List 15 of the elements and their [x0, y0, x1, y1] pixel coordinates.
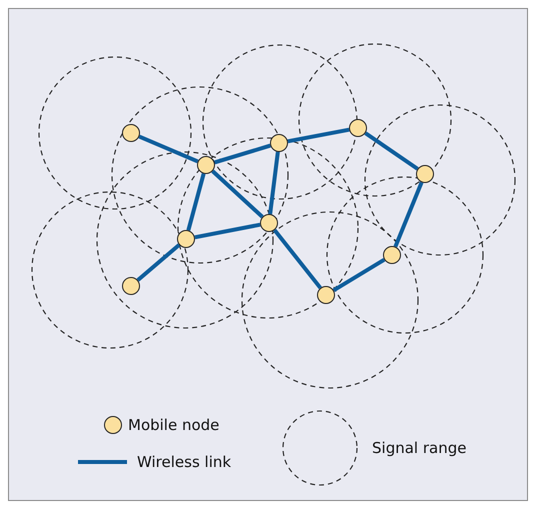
- legend-label: Signal range: [372, 439, 466, 457]
- wireless-link: [273, 228, 322, 290]
- wireless-link: [136, 243, 180, 282]
- wireless-link: [287, 128, 350, 144]
- wireless-link: [186, 173, 206, 231]
- wireless-link: [394, 182, 424, 248]
- wireless-link: [211, 170, 264, 218]
- wireless-link: [194, 222, 261, 240]
- legend-label: Wireless link: [137, 453, 232, 471]
- wireless-link: [138, 134, 198, 164]
- wireless-link: [332, 258, 386, 292]
- wireless-link: [214, 144, 271, 164]
- wireless-link: [268, 152, 280, 214]
- legend-label: Mobile node: [128, 416, 220, 434]
- wireless-link: [364, 131, 419, 171]
